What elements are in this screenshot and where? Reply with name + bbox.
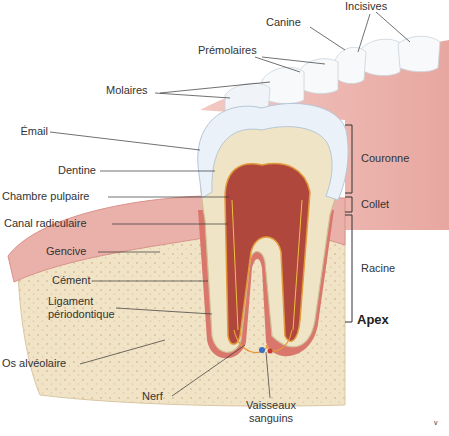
part-label: Collet — [361, 198, 421, 211]
part-label: Couronne — [361, 152, 441, 165]
part-label: Chambre pulpaire — [2, 190, 112, 203]
nerve — [234, 330, 292, 353]
incisor — [398, 36, 440, 72]
part-label: Incisives — [345, 0, 405, 13]
leader-lines — [50, 12, 410, 398]
part-label: Apex — [357, 312, 417, 327]
bracket — [345, 125, 352, 322]
part-label: Racine — [361, 262, 421, 275]
incisor — [360, 39, 402, 75]
blood-vessel — [268, 349, 273, 354]
pulp — [225, 164, 310, 345]
canine — [335, 47, 366, 83]
part-label: Molaires — [106, 84, 166, 97]
part-label: Os alvéolaire — [2, 357, 92, 370]
part-label: v — [434, 418, 446, 427]
part-label: Vaisseaux sanguins — [240, 399, 302, 425]
part-label: Ligament périodontique — [48, 295, 120, 321]
blood-vessel — [259, 347, 265, 353]
nerve-fiber — [232, 200, 302, 330]
part-label: Cément — [52, 274, 112, 287]
part-label: Nerf — [142, 390, 182, 403]
premolar — [300, 59, 338, 94]
part-label: Dentine — [58, 164, 118, 177]
part-label: Canal radiculaire — [4, 217, 114, 230]
dentin — [200, 111, 344, 352]
part-label: Canine — [266, 16, 326, 29]
part-label: Émail — [0, 125, 48, 138]
part-label: Prémolaires — [198, 44, 278, 57]
part-label: Gencive — [46, 245, 106, 258]
